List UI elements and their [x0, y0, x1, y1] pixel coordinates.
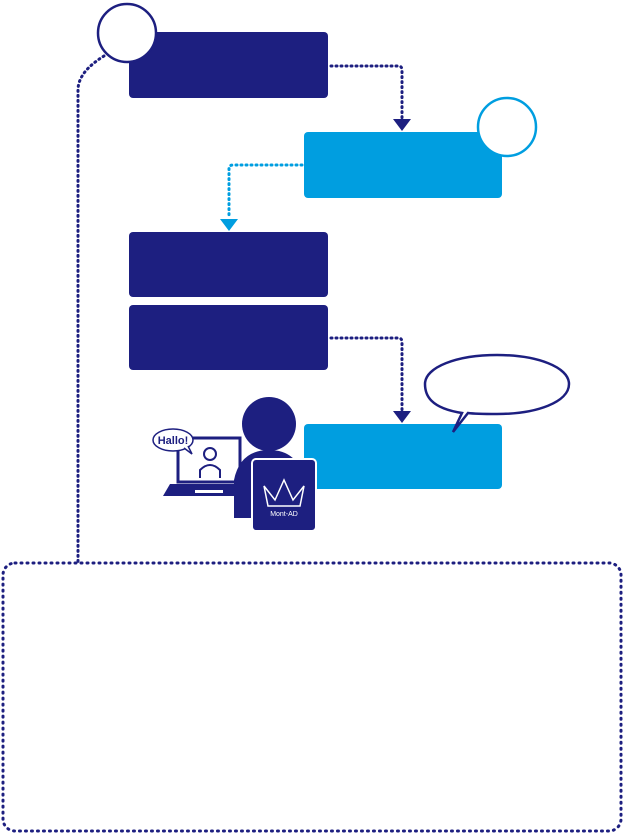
step-4-box — [129, 305, 328, 370]
remote-person-head — [203, 447, 217, 461]
step-3-box — [129, 232, 328, 297]
hallo-text: Hallo! — [158, 435, 189, 447]
hallo-bubble — [152, 428, 194, 452]
step-1-box — [129, 32, 328, 98]
connector-1-2 — [329, 64, 404, 120]
mont-ad-logo-tile — [251, 458, 317, 532]
connector-4-5 — [329, 336, 404, 412]
connector-2-3 — [227, 163, 304, 220]
videocall-illustration: Hallo! Mont-AD — [152, 397, 317, 532]
bottom-dotted-panel — [1, 561, 623, 833]
arrow-down-icon — [220, 219, 238, 231]
mont-ad-logo-icon — [263, 478, 305, 507]
step-2-badge — [476, 96, 538, 158]
step-1-badge — [96, 2, 158, 64]
arrow-down-icon — [393, 411, 411, 423]
user-head — [242, 397, 296, 451]
step-5-box — [304, 424, 502, 489]
step-2-box — [304, 132, 502, 198]
left-connector-line — [76, 54, 106, 565]
arrow-down-icon — [393, 119, 411, 131]
speech-bubble — [423, 353, 571, 433]
mont-ad-logo-text: Mont-AD — [270, 511, 298, 518]
remote-person-body — [199, 464, 221, 478]
